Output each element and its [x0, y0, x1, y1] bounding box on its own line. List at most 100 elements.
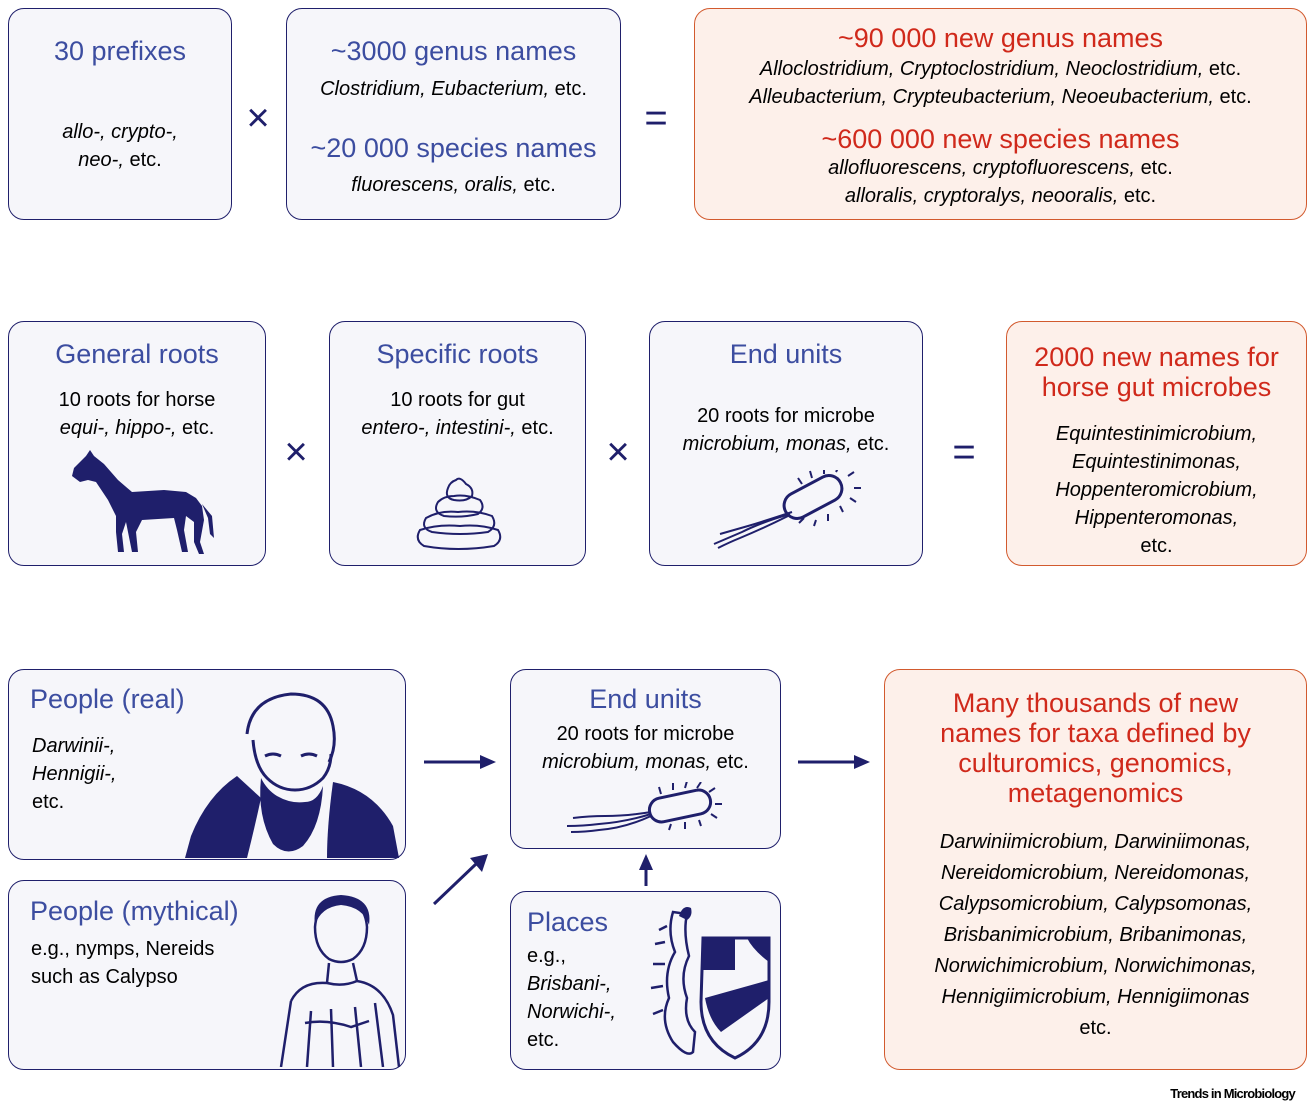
end-units-box-1: End units 20 roots for microbe microbium…	[649, 321, 923, 566]
people-real-title: People (real)	[30, 684, 185, 714]
people-mythical-desc-1: e.g., nymps, Nereids	[31, 938, 215, 960]
result-box-1: ~90 000 new genus names Alloclostridium,…	[694, 8, 1307, 220]
end-units-desc-2: 20 roots for microbe	[556, 723, 735, 745]
new-genus-etc-2: etc.	[1219, 86, 1252, 108]
people-mythical-box: People (mythical) e.g., nymps, Nereids s…	[8, 880, 406, 1070]
genus-count-title: ~3000 genus names	[330, 36, 577, 66]
new-genus-line-2: Alleubacterium, Crypteubacterium, Neoeub…	[695, 83, 1306, 111]
places-eg: e.g.,	[527, 945, 566, 967]
new-genus-line-1: Alloclostridium, Cryptoclostridium, Neoc…	[695, 55, 1306, 83]
people-mythical-desc-2: such as Calypso	[31, 966, 178, 988]
genus-etc: etc.	[554, 78, 587, 100]
prefixes-etc: etc.	[129, 149, 162, 171]
journal-brand: Trends in Microbiology	[1170, 1086, 1296, 1101]
horse-gut-etc: etc.	[1140, 535, 1173, 557]
result-3-name-3: Calypsomicrobium, Calypsomonas,	[938, 893, 1253, 915]
genus-examples-line: Clostridium, Eubacterium, etc.	[287, 75, 620, 103]
new-species-line-2: alloralis, cryptoralys, neooralis, etc.	[695, 182, 1306, 210]
end-units-examples-1: microbium, monas,	[682, 433, 852, 455]
result-3-etc: etc.	[1079, 1017, 1112, 1039]
prefixes-examples-1: allo-, crypto-,	[62, 121, 178, 143]
prefixes-examples-2-line: neo-, etc.	[9, 146, 231, 174]
general-roots-title: General roots	[55, 339, 219, 369]
bacterium-icon	[713, 470, 861, 549]
times-operator-2: ×	[284, 430, 308, 474]
result-3-name-5: Norwichimicrobium, Norwichimonas,	[934, 955, 1257, 977]
result-3-name-4: Brisbanimicrobium, Bribanimonas,	[943, 924, 1248, 946]
people-mythical-title: People (mythical)	[30, 896, 239, 926]
arrow-right-people	[424, 755, 496, 769]
places-name-1: Brisbani-,	[527, 973, 612, 995]
genus-species-box: ~3000 genus names Clostridium, Eubacteri…	[286, 8, 621, 220]
general-roots-examples-line: equi-, hippo-, etc.	[9, 414, 265, 442]
specific-roots-desc: 10 roots for gut	[390, 389, 525, 411]
end-units-title-1: End units	[729, 339, 843, 369]
specific-roots-box: Specific roots 10 roots for gut entero-,…	[329, 321, 586, 566]
end-units-desc-1: 20 roots for microbe	[697, 405, 875, 427]
specific-roots-etc: etc.	[521, 417, 554, 439]
general-roots-examples: equi-, hippo-,	[59, 417, 177, 439]
new-genus-examples-1: Alloclostridium, Cryptoclostridium, Neoc…	[759, 58, 1204, 80]
result-3-name-1: Darwiniimicrobium, Darwiniimonas,	[939, 831, 1252, 853]
places-title: Places	[527, 907, 609, 937]
horse-gut-result-title-2: horse gut microbes	[1041, 372, 1272, 402]
new-genus-title: ~90 000 new genus names	[838, 23, 1163, 53]
prefixes-box: 30 prefixes allo-, crypto-, neo-, etc.	[8, 8, 232, 220]
general-roots-box: General roots 10 roots for horse equi-, …	[8, 321, 266, 566]
coat-of-arms-icon	[650, 907, 771, 1060]
species-examples: fluorescens, oralis,	[351, 174, 518, 196]
result-3-title-3: culturomics, genomics,	[958, 748, 1233, 778]
prefixes-examples-2: neo-,	[78, 149, 124, 171]
new-genus-etc-1: etc.	[1208, 58, 1242, 80]
specific-roots-examples-line: entero-, intestini-, etc.	[330, 414, 585, 442]
end-units-examples-line-2: microbium, monas, etc.	[511, 748, 780, 776]
new-species-etc-1: etc.	[1140, 157, 1173, 179]
people-real-box: People (real) Darwinii-, Hennigii-, etc.	[8, 669, 406, 860]
places-etc: etc.	[527, 1029, 560, 1051]
darwin-portrait-icon	[185, 692, 399, 858]
general-roots-desc: 10 roots for horse	[58, 389, 216, 411]
result-3-title-4: metagenomics	[1007, 778, 1184, 808]
new-species-examples-1: allofluorescens, cryptofluorescens,	[828, 157, 1135, 179]
specific-roots-examples: entero-, intestini-,	[361, 417, 516, 439]
result-3-name-2: Nereidomicrobium, Nereidomonas,	[940, 862, 1250, 884]
horse-icon	[72, 450, 214, 554]
end-units-examples-line-1: microbium, monas, etc.	[650, 430, 922, 458]
arrow-right-result	[798, 755, 870, 769]
end-units-etc-1: etc.	[857, 433, 890, 455]
people-real-name-1: Darwinii-,	[32, 735, 116, 757]
result-3-title-2: names for taxa defined by	[940, 718, 1251, 748]
end-units-examples-2: microbium, monas,	[542, 751, 712, 773]
horse-gut-name-2: Equintestinimonas,	[1072, 451, 1241, 473]
end-units-etc-2: etc.	[716, 751, 749, 773]
new-species-examples-2: alloralis, cryptoralys, neooralis,	[844, 185, 1119, 207]
general-roots-etc: etc.	[182, 417, 215, 439]
bacterium-icon	[566, 782, 722, 833]
arrow-diagonal-mythical	[432, 854, 488, 906]
horse-gut-name-4: Hippenteromonas,	[1074, 507, 1239, 529]
result-box-2: 2000 new names for horse gut microbes Eq…	[1006, 321, 1307, 566]
places-name-2: Norwichi-,	[527, 1001, 616, 1023]
species-count-title: ~20 000 species names	[310, 133, 597, 163]
genus-examples: Clostridium, Eubacterium,	[320, 78, 550, 100]
result-3-name-6: Hennigiimicrobium, Hennigiimonas	[941, 986, 1250, 1008]
horse-gut-result-title-1: 2000 new names for	[1034, 342, 1279, 372]
horse-gut-name-3: Hoppenteromicrobium,	[1055, 479, 1258, 501]
result-box-3: Many thousands of new names for taxa def…	[884, 669, 1307, 1070]
species-etc: etc.	[523, 174, 556, 196]
stool-pile-icon	[416, 477, 502, 550]
new-species-etc-2: etc.	[1123, 185, 1157, 207]
prefixes-title: 30 prefixes	[53, 36, 187, 66]
people-real-etc: etc.	[32, 791, 65, 813]
specific-roots-title: Specific roots	[376, 339, 539, 369]
horse-gut-name-1: Equintestinimicrobium,	[1055, 423, 1258, 445]
end-units-box-2: End units 20 roots for microbe microbium…	[510, 669, 781, 849]
new-species-line-1: allofluorescens, cryptofluorescens, etc.	[695, 154, 1306, 182]
new-species-title: ~600 000 new species names	[821, 124, 1180, 154]
calypso-figure-icon	[279, 895, 401, 1067]
times-operator-3: ×	[606, 430, 630, 474]
new-genus-examples-2: Alleubacterium, Crypteubacterium, Neoeub…	[749, 86, 1214, 108]
end-units-title-2: End units	[589, 684, 702, 714]
result-3-title-1: Many thousands of new	[952, 688, 1239, 718]
people-real-name-2: Hennigii-,	[32, 763, 117, 785]
